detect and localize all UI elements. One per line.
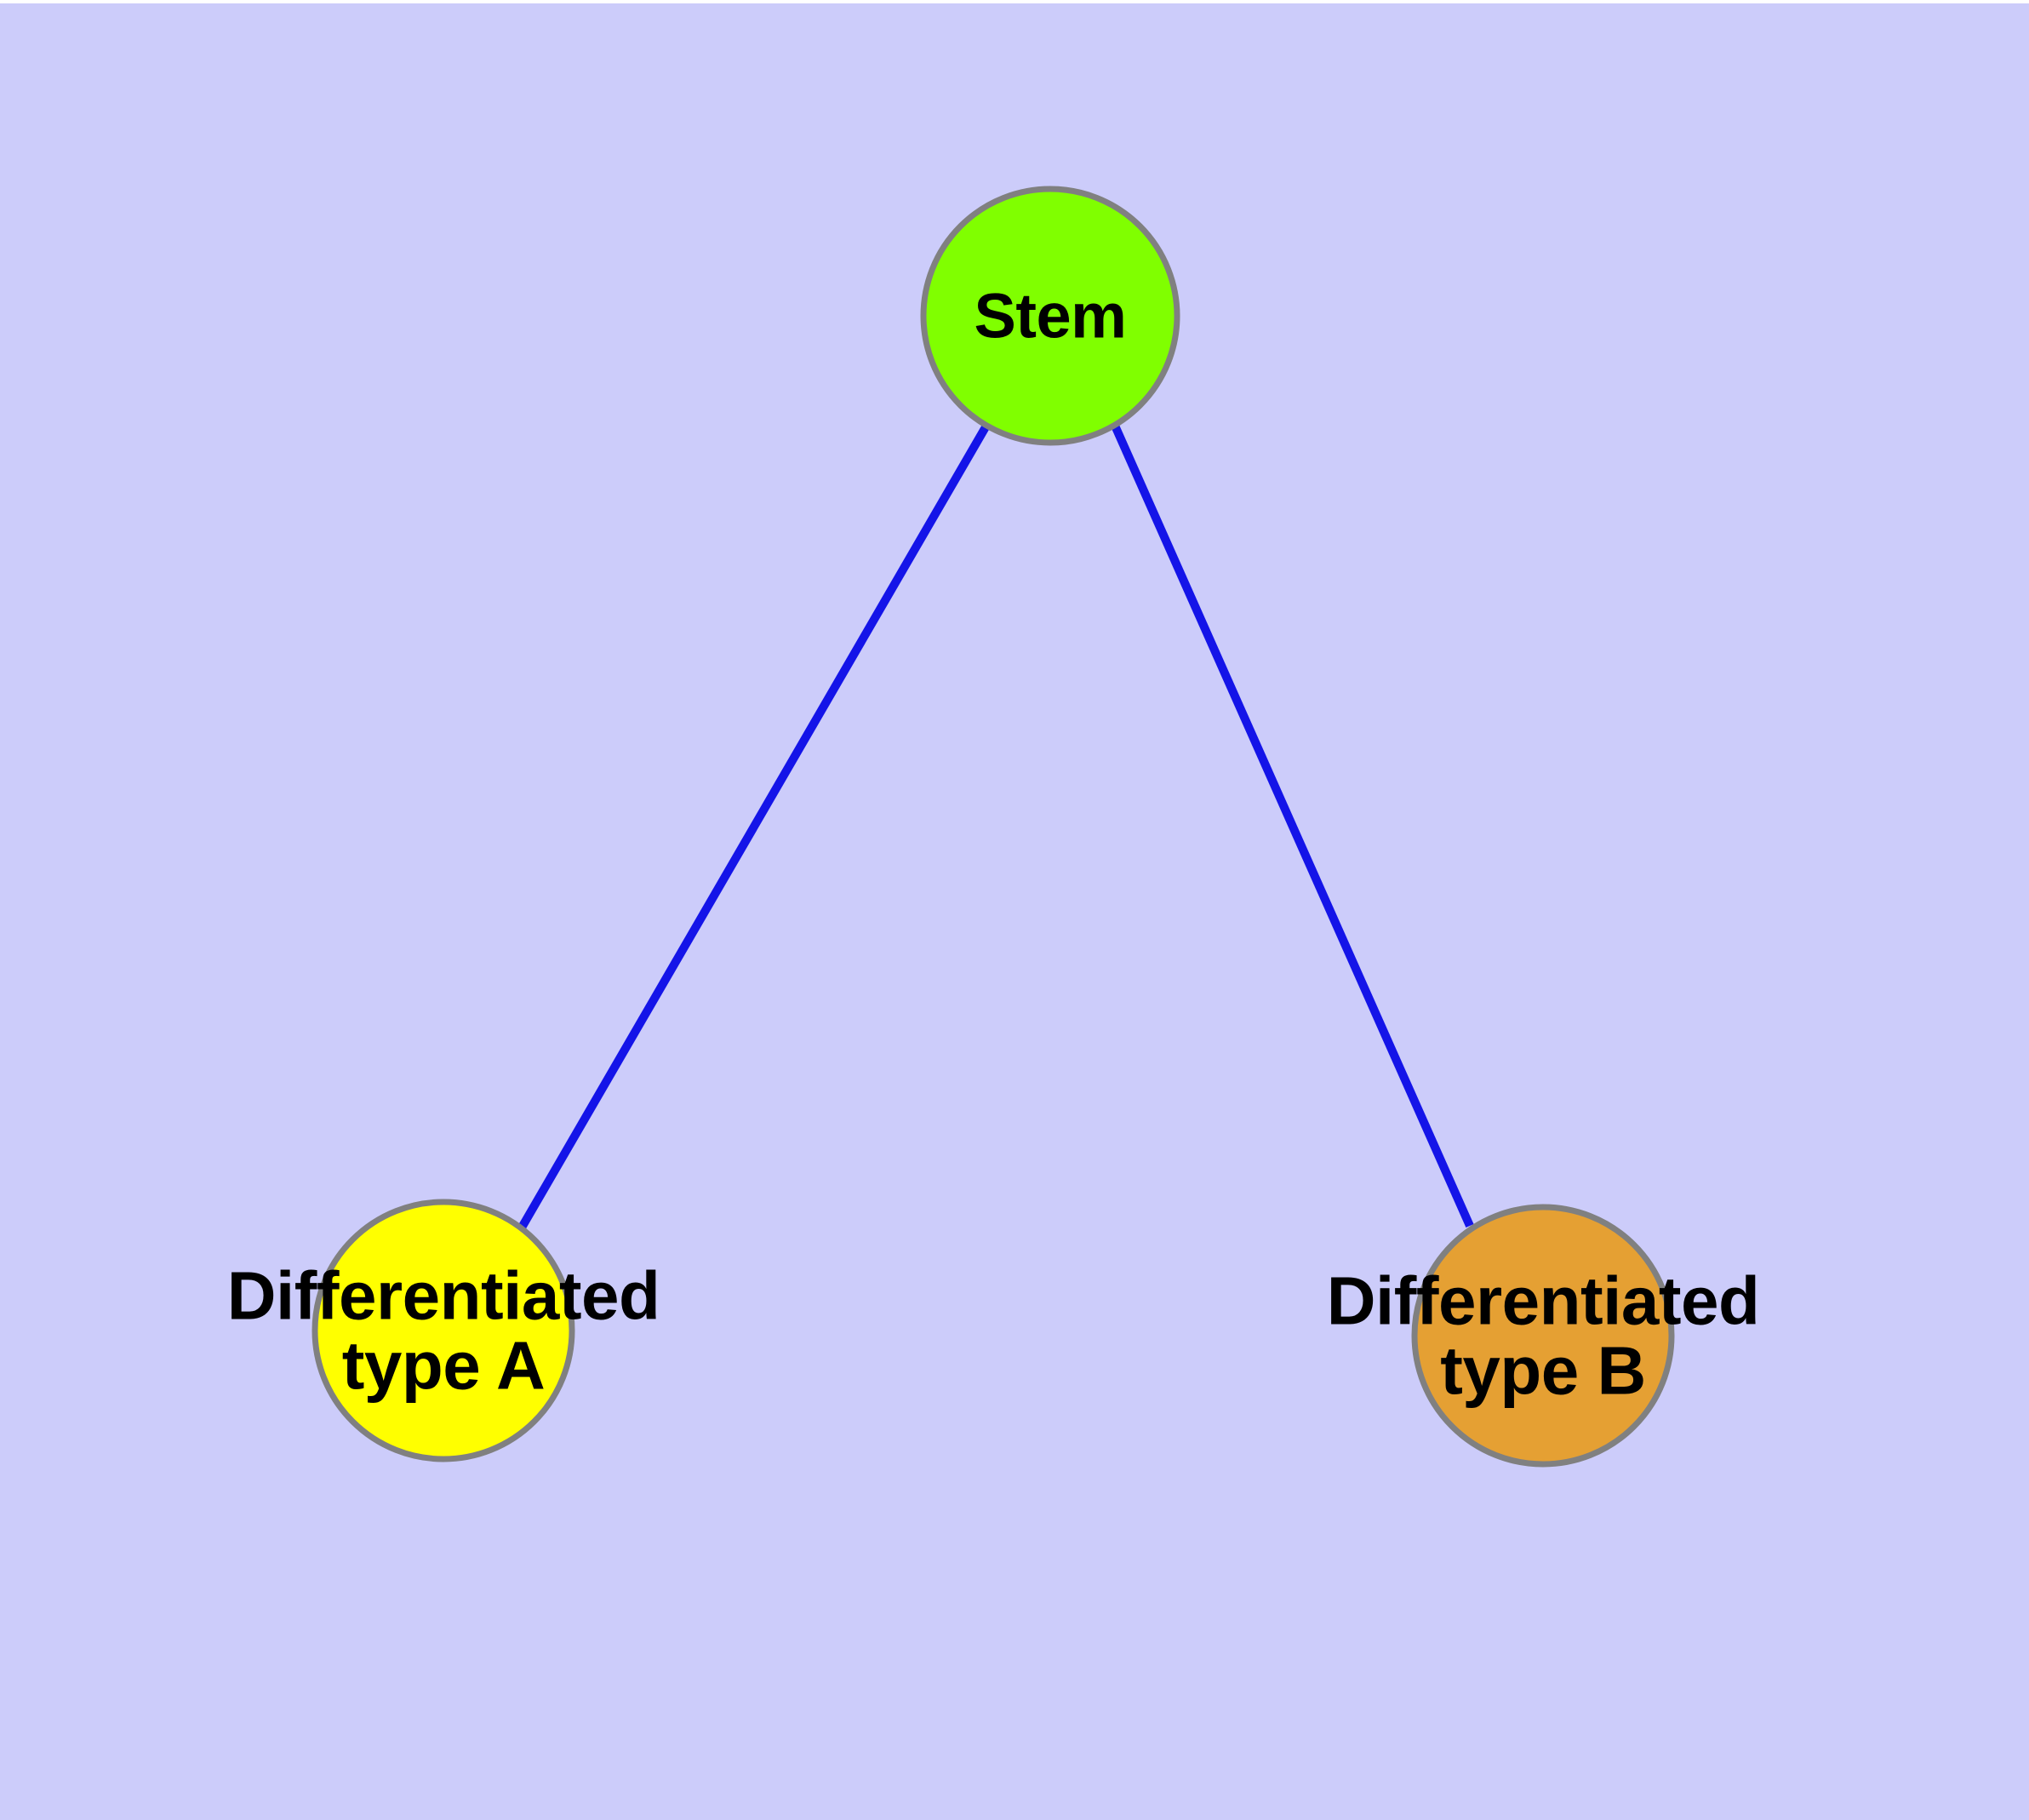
graph-node-diff-a[interactable] <box>311 1199 575 1462</box>
graph-node-stem[interactable] <box>920 186 1180 446</box>
graph-edge-stem-to-diff-a[interactable] <box>517 423 991 1230</box>
edge-layer <box>517 423 1474 1230</box>
node-layer <box>311 186 1675 1468</box>
graph-node-diff-b[interactable] <box>1411 1204 1675 1468</box>
graph-edge-stem-to-diff-b[interactable] <box>1111 423 1474 1228</box>
